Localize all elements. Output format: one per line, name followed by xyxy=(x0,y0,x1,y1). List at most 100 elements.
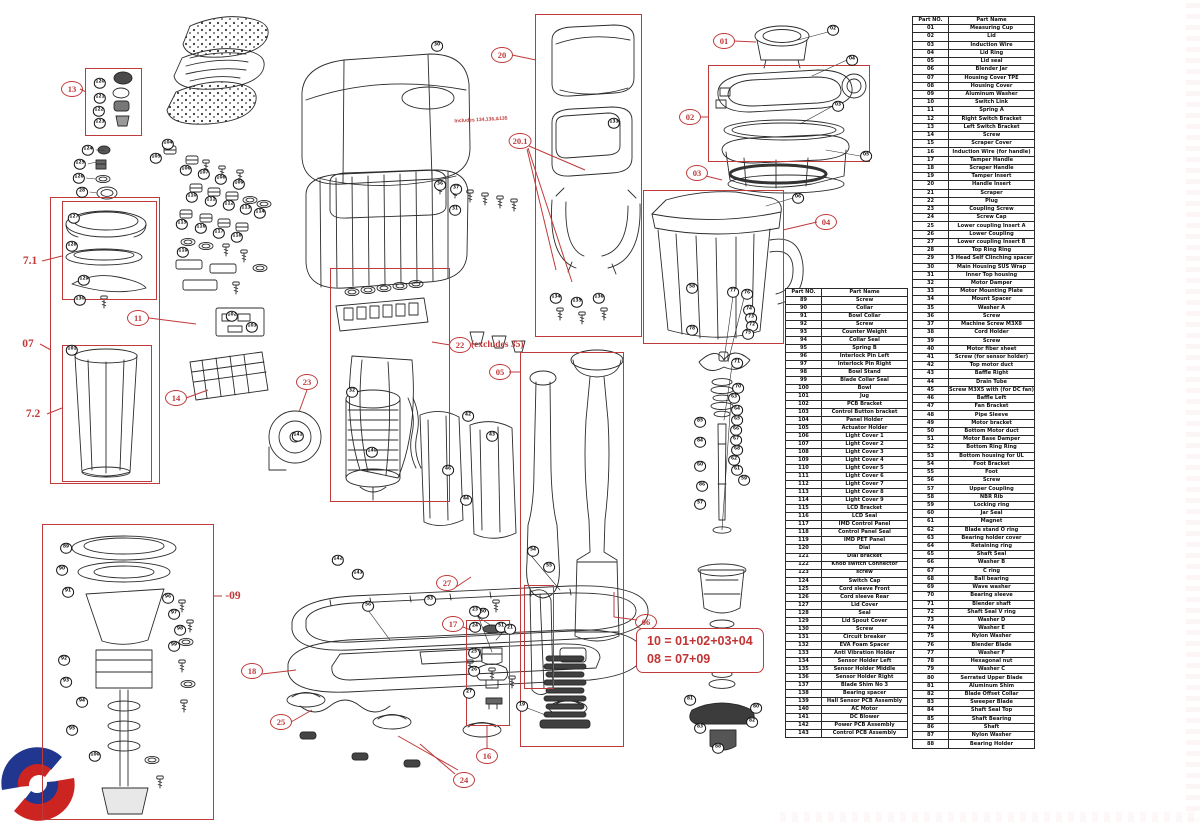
part-number-callout: 124 xyxy=(81,144,95,156)
bowl-assembly xyxy=(71,535,196,815)
part-number-callout: 121 xyxy=(93,92,107,104)
red-leader-line xyxy=(397,735,459,771)
switch-bracket-parts xyxy=(112,71,133,127)
feet xyxy=(286,659,588,738)
red-callout-label: 22 xyxy=(449,337,471,353)
part-number-callout: 62 xyxy=(728,454,740,466)
part-number-callout: 95 xyxy=(66,724,78,736)
ribbed-insert xyxy=(539,655,591,729)
part-number-callout: 64 xyxy=(731,404,743,416)
red-leader-line xyxy=(526,148,557,271)
coupling-parts xyxy=(475,599,509,710)
lid-assembly xyxy=(715,69,867,194)
part-number-callout: 92 xyxy=(58,654,70,666)
part-number-callout: 19 xyxy=(516,700,528,712)
base-pan xyxy=(287,629,643,693)
part-number-callout: 85 xyxy=(694,416,706,428)
part-number-callout: 140 xyxy=(365,446,379,458)
part-number-callout: 98 xyxy=(174,624,186,636)
part-number-callout: 25 xyxy=(468,647,480,659)
red-callout-label: 11 xyxy=(127,310,149,326)
part-number-callout: 28 xyxy=(76,186,88,198)
part-number-callout: 02 xyxy=(827,24,839,36)
red-leader-line xyxy=(261,669,297,675)
part-number-callout: 70 xyxy=(732,382,744,394)
red-leader-line xyxy=(290,709,313,723)
part-number-callout: 65 xyxy=(731,414,743,426)
part-number-callout: 55 xyxy=(543,561,555,573)
part-number-callout: 23 xyxy=(469,605,481,617)
part-number-callout: 134 xyxy=(549,292,563,304)
part-number-callout: 127 xyxy=(67,212,81,224)
screw-row xyxy=(436,181,518,212)
red-callout-label: 03 xyxy=(686,165,708,181)
part-number-callout: 37 xyxy=(450,183,462,195)
red-leader-line xyxy=(79,88,87,93)
part-number-callout: 75 xyxy=(742,328,754,340)
part-number-callout: 78 xyxy=(686,324,698,336)
red-group-box xyxy=(50,197,160,484)
red-leader-line xyxy=(528,145,586,171)
part-number-callout: 21 xyxy=(504,623,516,635)
red-group-box xyxy=(643,190,784,344)
red-callout-label: 01 xyxy=(713,33,735,49)
part-number-callout: 135 xyxy=(570,296,584,308)
scan-artifact-bottom xyxy=(780,812,1200,822)
part-number-callout: 81 xyxy=(684,694,696,706)
pcb xyxy=(215,307,265,337)
part-number-callout: 74 xyxy=(743,304,755,316)
red-leader-line xyxy=(419,743,456,775)
red-callout-label: 13 xyxy=(61,81,83,97)
part-number-callout: 99 xyxy=(168,640,180,652)
part-number-callout: 100 xyxy=(88,750,102,762)
part-number-callout: 117 xyxy=(212,227,226,239)
part-number-callout: 115 xyxy=(175,218,189,230)
red-callout-label: 7.2 xyxy=(25,408,41,420)
part-number-callout: 66 xyxy=(730,424,742,436)
main-housing-shell xyxy=(305,169,469,289)
vent-grid-plate xyxy=(189,351,269,401)
